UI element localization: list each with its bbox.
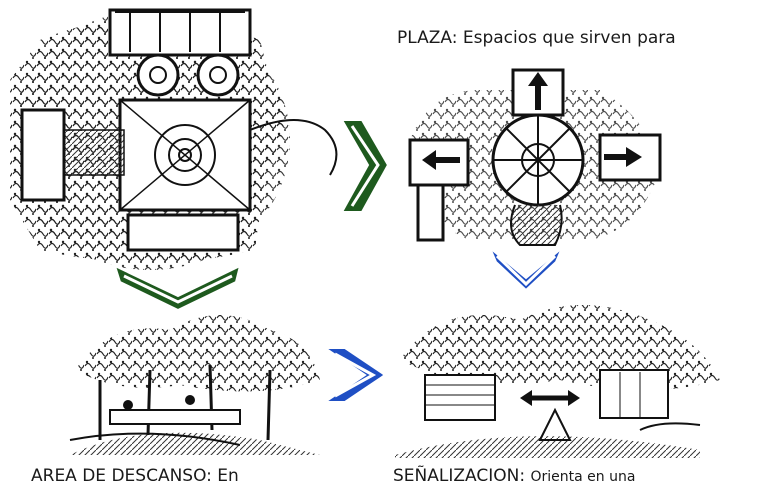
blue-chevron-right bbox=[321, 347, 387, 403]
blue-chevron-down bbox=[489, 247, 563, 292]
caption-senalizacion-title: SEÑALIZACION: bbox=[393, 466, 526, 486]
green-chevron-down bbox=[113, 264, 242, 312]
caption-plaza: PLAZA: Espacios que sirven para bbox=[397, 28, 676, 48]
rest-area-sketch-bottom-left bbox=[69, 315, 320, 455]
green-chevron-right bbox=[340, 119, 390, 213]
caption-senalizacion-text: Orienta en una bbox=[530, 469, 636, 485]
plaza-sketch-top-right bbox=[408, 68, 662, 246]
plan-sketch-top-left bbox=[10, 8, 338, 270]
signage-sketch-bottom-right bbox=[395, 305, 720, 458]
caption-area-descanso: AREA DE DESCANSO: En bbox=[31, 466, 239, 486]
caption-senalizacion: SEÑALIZACION: Orienta en una bbox=[393, 466, 635, 486]
